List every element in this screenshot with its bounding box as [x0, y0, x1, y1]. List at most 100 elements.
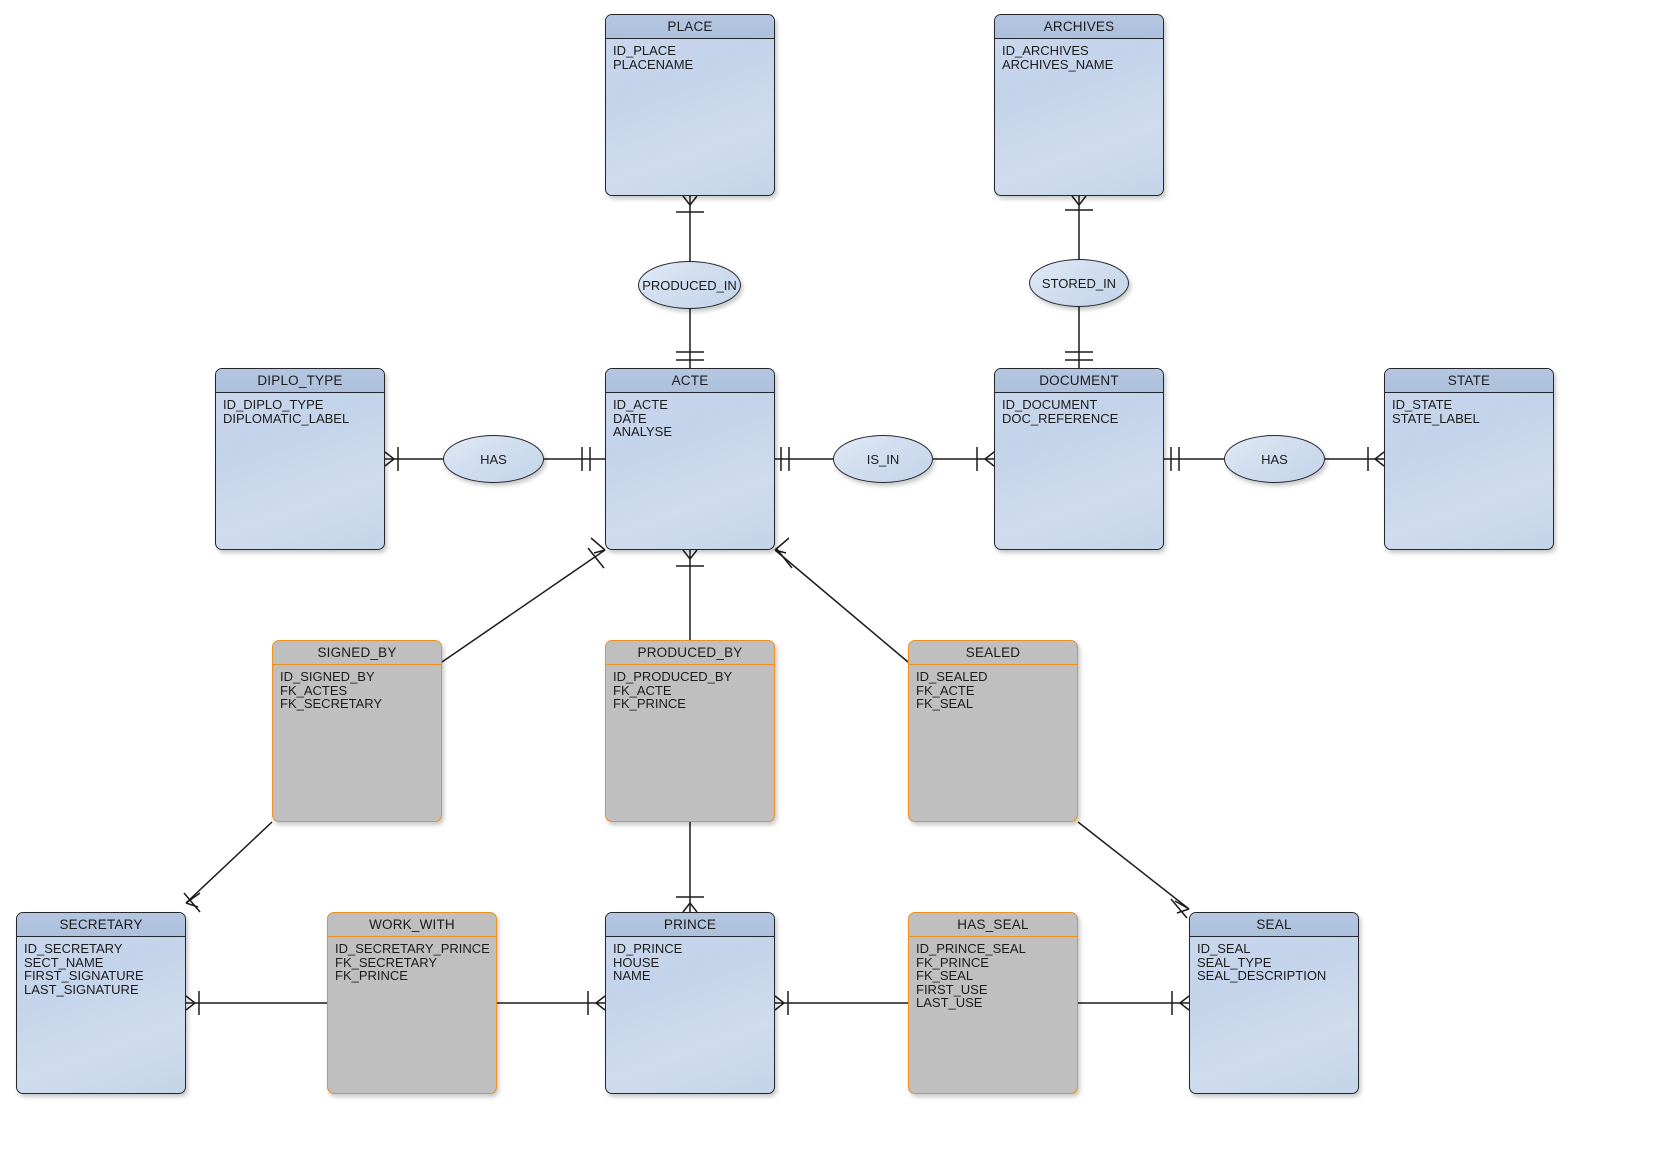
attribute: ID_PLACE	[613, 43, 676, 58]
connector-produced_in-acte	[676, 309, 704, 368]
relationship-label: HAS	[1261, 451, 1288, 467]
connector-acte-is_in	[775, 447, 833, 471]
attribute: FK_PRINCE	[335, 968, 408, 984]
entity-title-diplo_type: DIPLO_TYPE	[216, 369, 384, 393]
relationship-label: IS_IN	[866, 451, 900, 467]
attribute: FK_PRINCE	[916, 954, 989, 970]
connector-sealed-seal	[1077, 821, 1190, 919]
entity-title-signed_by: SIGNED_BY	[273, 641, 441, 665]
connector-archives-stored_in	[1065, 195, 1093, 259]
attribute: LAST_USE	[916, 995, 983, 1011]
attribute: ID_ACTE	[613, 397, 668, 412]
attribute: FK_SEAL	[916, 696, 974, 712]
attribute: FK_SECRETARY	[280, 696, 383, 712]
relationship-is_in[interactable]: IS_IN	[833, 435, 933, 483]
attribute: PLACENAME	[613, 56, 694, 72]
attribute: FIRST_SIGNATURE	[24, 968, 144, 984]
entity-title-place: PLACE	[606, 15, 774, 39]
attribute: ID_PRINCE	[613, 941, 683, 956]
entity-title-work_with: WORK_WITH	[328, 913, 496, 937]
attribute: ID_SIGNED_BY	[280, 669, 375, 684]
attribute: ID_PRODUCED_BY	[613, 669, 733, 684]
attribute: FK_SECRETARY	[335, 954, 438, 970]
attribute: FK_ACTES	[280, 682, 348, 698]
connector-signed_by-secretary	[183, 821, 273, 913]
entity-title-secretary: SECRETARY	[17, 913, 185, 937]
attribute: ID_ARCHIVES	[1002, 43, 1089, 58]
connector-document-has	[1164, 447, 1224, 471]
connector-has-state	[1325, 447, 1385, 471]
entity-title-archives: ARCHIVES	[995, 15, 1163, 39]
attribute: ARCHIVES_NAME	[1002, 56, 1114, 72]
attribute: FK_ACTE	[613, 682, 672, 698]
entity-title-prince: PRINCE	[606, 913, 774, 937]
relationship-produced_in[interactable]: PRODUCED_IN	[638, 261, 741, 309]
attribute: NAME	[613, 968, 651, 984]
attribute: DOC_REFERENCE	[1002, 410, 1119, 426]
attribute: ID_STATE	[1392, 397, 1453, 412]
relationship-label: STORED_IN	[1041, 275, 1117, 291]
connector-produced_by-prince	[676, 822, 704, 913]
connector-has-acte	[544, 447, 605, 471]
attribute: ID_DOCUMENT	[1002, 397, 1098, 412]
attribute: FK_PRINCE	[613, 696, 686, 712]
connector-diplo_type-has	[384, 447, 443, 471]
relationship-has_diplo[interactable]: HAS	[443, 435, 544, 483]
attribute: ID_DIPLO_TYPE	[223, 397, 324, 412]
attribute: SEAL_TYPE	[1197, 954, 1272, 970]
attribute: DIPLOMATIC_LABEL	[223, 410, 350, 426]
attribute: FK_SEAL	[916, 968, 974, 984]
connector-secretary-work_with	[185, 991, 327, 1015]
attribute: ID_SEALED	[916, 669, 988, 684]
attribute: ID_SEAL	[1197, 941, 1251, 956]
attribute: ID_PRINCE_SEAL	[916, 941, 1026, 956]
attribute: DATE	[613, 410, 647, 426]
connector-place-produced_in	[676, 195, 704, 261]
entity-title-sealed: SEALED	[909, 641, 1077, 665]
entity-title-has_seal: HAS_SEAL	[909, 913, 1077, 937]
connector-has_seal-seal	[1078, 991, 1190, 1015]
attribute: ID_SECRETARY	[24, 941, 123, 956]
connector-acte-signed_by	[441, 537, 606, 663]
relationship-has_state[interactable]: HAS	[1224, 435, 1325, 483]
relationship-label: HAS	[480, 451, 507, 467]
connector-acte-sealed	[774, 537, 909, 663]
attribute: FK_ACTE	[916, 682, 975, 698]
attribute: ID_SECRETARY_PRINCE	[335, 941, 490, 956]
relationship-stored_in[interactable]: STORED_IN	[1029, 259, 1129, 307]
connector-is_in-document	[933, 447, 995, 471]
connector-acte-produced_by	[676, 549, 704, 640]
attribute: LAST_SIGNATURE	[24, 981, 139, 997]
entity-title-seal: SEAL	[1190, 913, 1358, 937]
entity-title-document: DOCUMENT	[995, 369, 1163, 393]
connector-prince-has_seal	[774, 991, 908, 1015]
